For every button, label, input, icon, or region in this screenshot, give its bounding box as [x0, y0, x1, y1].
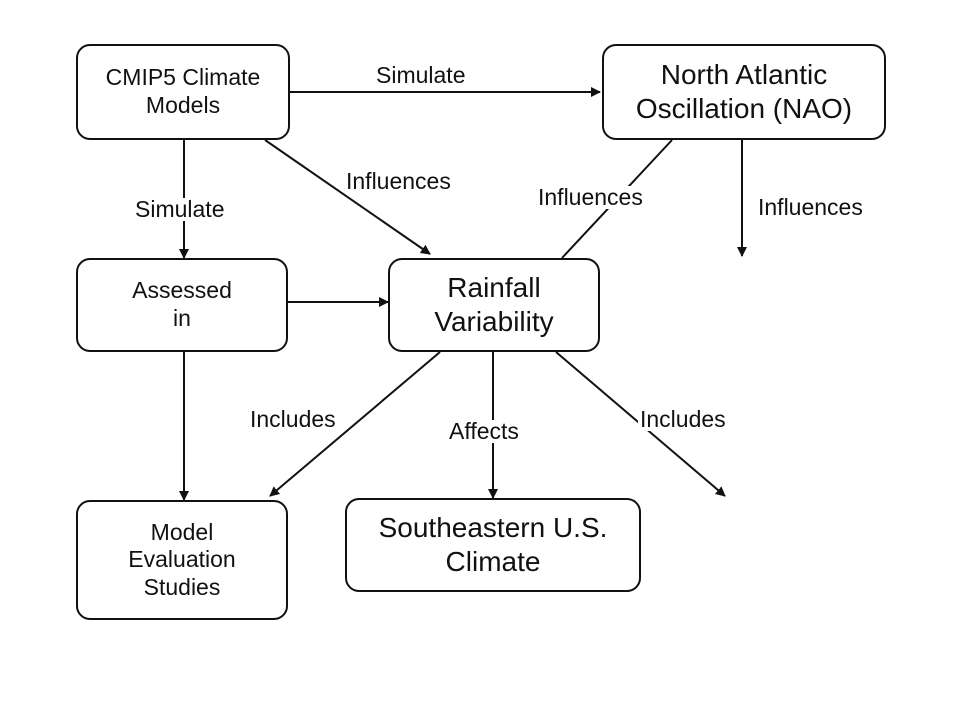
edge-label-nao-down: Influences: [756, 194, 865, 220]
edge-label-cmip5-nao: Simulate: [374, 62, 468, 88]
node-rainfall: Rainfall Variability: [388, 258, 600, 352]
node-rainfall-label: Rainfall Variability: [434, 272, 554, 337]
edge-label-cmip5-assessed: Simulate: [133, 196, 227, 222]
node-nao-label: North Atlantic Oscillation (NAO): [635, 59, 853, 124]
edge-cmip5-to-rainfall: [264, 139, 431, 255]
node-nao: North Atlantic Oscillation (NAO): [602, 44, 886, 140]
node-se-climate: Southeastern U.S. Climate: [345, 498, 641, 592]
node-assessed-label: Assessed in: [132, 277, 232, 331]
node-se-climate-label: Southeastern U.S. Climate: [378, 512, 608, 577]
node-cmip5-label: CMIP5 Climate Models: [105, 64, 261, 118]
node-model-evaluation: Model Evaluation Studies: [76, 500, 288, 620]
edge-label-rainfall-right: Includes: [638, 406, 728, 432]
edge-rainfall-to-eval: [269, 351, 441, 497]
node-assessed: Assessed in: [76, 258, 288, 352]
node-cmip5: CMIP5 Climate Models: [76, 44, 290, 140]
edge-label-rainfall-eval: Includes: [248, 406, 338, 432]
edge-label-cmip5-rainfall: Influences: [344, 168, 453, 194]
node-model-evaluation-label: Model Evaluation Studies: [128, 518, 236, 600]
edge-label-nao-rainfall: Influences: [536, 184, 645, 210]
edge-label-rainfall-se: Affects: [447, 418, 521, 444]
